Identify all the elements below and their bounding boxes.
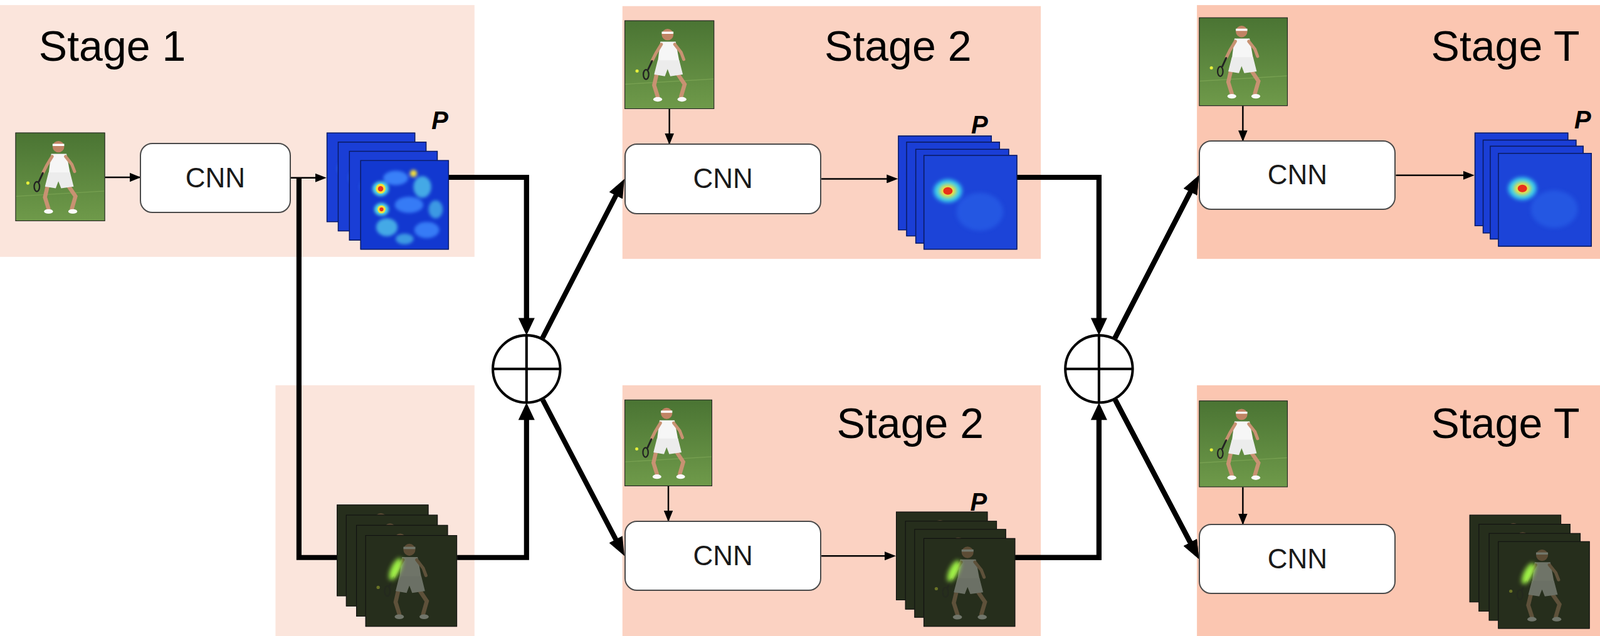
sum-symbol	[492, 335, 560, 403]
output-symbol: P	[1574, 105, 1592, 135]
stage-title: Stage 2	[836, 398, 984, 448]
stage-title: Stage 2	[824, 21, 972, 71]
stage-panel: Stage 2 CNN P	[622, 385, 1041, 636]
output-arrow	[821, 178, 892, 180]
output-stack: P	[895, 487, 1016, 628]
stage-band	[622, 385, 1041, 636]
connector-group	[290, 175, 1469, 558]
process-box: CNN	[624, 143, 822, 214]
output-stack: P	[326, 105, 449, 250]
stage-band	[1196, 385, 1600, 636]
process-label: CNN	[692, 163, 753, 195]
overlay-layer	[1497, 541, 1590, 630]
process-box: CNN	[139, 142, 291, 214]
branch-line	[299, 177, 337, 558]
feedback-arrow	[448, 177, 619, 338]
stage-band	[622, 6, 1041, 259]
stage-panel: Stage T CNN	[1196, 385, 1600, 636]
heatmap-layer	[1497, 152, 1592, 248]
stage-title: Stage 1	[38, 21, 186, 71]
output-arrow	[1395, 174, 1468, 177]
heatmap-layer	[360, 159, 450, 250]
stage-band	[275, 385, 474, 636]
stage-band	[0, 5, 475, 258]
input-image	[1198, 400, 1288, 488]
output-stack: P	[1474, 105, 1592, 248]
stage-panel: Stage 1 CNN P	[0, 5, 475, 258]
output-symbol: P	[431, 105, 449, 135]
input-arrow	[668, 109, 670, 144]
feedback-arrow	[1017, 177, 1194, 338]
input-image	[1198, 17, 1288, 107]
stage-panel: Stage 2 CNN P	[622, 6, 1041, 259]
stage-panel: Stage T CNN P	[1196, 5, 1600, 259]
feedback-arrow	[1015, 400, 1194, 558]
feedback-arrow	[448, 177, 619, 546]
process-box: CNN	[1198, 140, 1396, 211]
sum-symbol	[1065, 335, 1133, 403]
stage-title: Stage T	[1431, 21, 1580, 71]
output-arrow	[290, 177, 321, 180]
input-arrow	[1242, 105, 1244, 141]
branch-line	[457, 416, 527, 558]
output-arrow	[821, 555, 890, 558]
input-arrow	[667, 486, 669, 522]
input-image	[624, 20, 715, 110]
input-image	[624, 400, 713, 487]
feedback-arrow	[1015, 186, 1194, 558]
process-label: CNN	[1267, 159, 1328, 192]
output-symbol: P	[971, 110, 989, 140]
sum-symbol	[1065, 335, 1133, 403]
stage-band	[1196, 5, 1600, 259]
overlay-layer	[923, 538, 1016, 628]
process-box: CNN	[1198, 524, 1396, 595]
sum-symbol	[492, 335, 560, 403]
input-image	[15, 132, 105, 222]
output-symbol: P	[969, 487, 987, 517]
process-box: CNN	[624, 521, 822, 592]
process-label: CNN	[1267, 543, 1328, 576]
input-arrow	[1242, 487, 1244, 525]
heatmap-layer	[923, 154, 1018, 250]
process-label: CNN	[185, 162, 246, 195]
stage-title: Stage T	[1431, 398, 1580, 448]
process-label: CNN	[692, 540, 753, 573]
overlay-layer	[365, 535, 458, 627]
input-arrow	[105, 176, 140, 179]
output-stack: P	[897, 110, 1017, 251]
arrow-head	[518, 403, 535, 421]
